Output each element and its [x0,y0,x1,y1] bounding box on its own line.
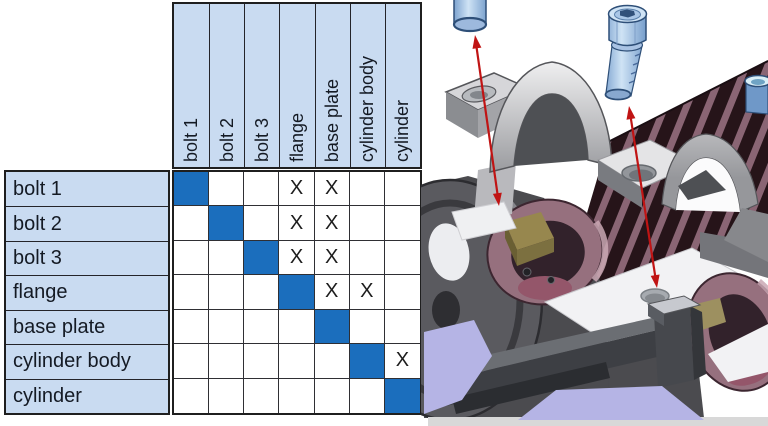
matrix-row-header: bolt 2 [6,206,168,240]
base-panel-white-right [708,324,768,382]
bolt-1 [452,0,488,33]
bolt-2 [604,4,648,101]
beam-post [654,306,694,388]
arrowhead-down-icon [492,192,502,206]
column-header-label: flange [287,112,308,162]
base-panel-lavender-left [424,320,492,414]
matrix-diagonal-cell [349,344,385,379]
matrix-cell [209,240,245,276]
bearing-block [505,212,554,250]
matrix-diagonal-cell [174,172,210,207]
matrix-cell [384,275,420,310]
matrix-column-header: bolt 3 [244,4,279,167]
matrix-column-header: bolt 2 [209,4,244,167]
screw-head-icon [547,276,555,284]
matrix-column-header: base plate [314,4,350,167]
matrix-cell [244,275,280,310]
matrix-row-header: base plate [6,309,168,344]
matrix-cell [209,275,245,310]
matrix-cell [279,309,315,345]
matrix-row-header: bolt 1 [13,177,62,200]
matrix-interface-mark: X [314,240,350,276]
matrix-diagonal-cell [314,309,350,345]
assembly-arrow-right [626,106,660,288]
matrix-interface-mark: X [279,172,315,207]
matrix-cell [279,344,315,379]
matrix-interface-mark: X [314,172,350,207]
matrix-cell [174,309,210,345]
matrix-cell [209,378,245,413]
matrix-cell [244,378,280,413]
base-panel-lavender-middle [518,386,704,420]
matrix-interface-mark: X [314,206,350,241]
matrix-interface-mark: X [349,275,385,310]
matrix-cell [384,310,420,345]
assembly-arrow-left [472,35,502,206]
matrix-cell [244,309,280,345]
matrix-cell [174,344,210,379]
cad-assembly-image [421,0,768,426]
arrowhead-up-icon [626,106,636,120]
flywheel-spoke-opening [428,223,470,281]
matrix-interface-mark: X [279,206,315,241]
column-header-label: cylinder body [357,55,378,162]
matrix-cell [349,309,385,345]
matrix-interface-mark: X [279,240,315,276]
matrix-cell [350,378,385,413]
matrix-cell [209,309,245,345]
bolt-3 [744,74,768,115]
matrix-cell [384,241,420,276]
screw-head-icon [522,267,532,277]
matrix-cell [349,240,385,276]
matrix-cell [279,378,315,413]
matrix-cell [244,172,280,207]
matrix-cell [384,172,420,207]
matrix-cell [315,378,350,413]
matrix-cell [349,172,385,207]
matrix-cell [174,240,210,276]
matrix-row-header: cylinder body [6,344,168,378]
journal-ring-left [486,198,609,306]
matrix-column-header: flange [279,4,314,167]
matrix-cell [244,206,280,241]
matrix-cell [174,275,210,310]
matrix-diagonal-cell [244,240,280,276]
column-header-label: bolt 3 [251,117,272,162]
matrix-cell [314,344,350,379]
column-header-label: base plate [322,78,343,162]
matrix-column-headers: bolt 1 bolt 2 bolt 3 flange base plate cylind… [172,2,422,169]
matrix-cell [174,378,210,413]
matrix-diagonal-cell [279,275,315,310]
flywheel-hub [432,291,460,329]
matrix-row-header: flange [6,275,168,309]
hex-socket-icon [620,9,635,18]
arrowhead-up-icon [472,35,482,49]
matrix-diagonal-cell [384,378,420,413]
matrix-interface-mark: X [314,275,350,310]
column-header-label: bolt 1 [181,117,202,162]
matrix-row-header: cylinder [6,378,168,413]
matrix-column-header: bolt 1 [174,4,209,167]
matrix-column-header: cylinder [384,4,420,167]
floor-strip [428,417,768,426]
matrix-interface-mark: X [384,344,420,379]
matrix-cell [209,172,245,207]
matrix-row-header: bolt 3 [6,240,168,275]
matrix-cell [209,344,245,379]
matrix-column-header: cylinder body [349,4,385,167]
matrix-cell [349,206,385,241]
matrix-diagonal-cell [209,206,245,241]
connecting-beam [428,295,706,414]
column-header-label: cylinder [392,99,413,162]
matrix-cell [384,206,420,241]
matrix-cell [174,206,210,241]
arrowhead-down-icon [650,274,660,288]
matrix-cell [244,344,280,379]
column-header-label: bolt 2 [216,117,237,162]
flange-clamp [444,61,768,262]
